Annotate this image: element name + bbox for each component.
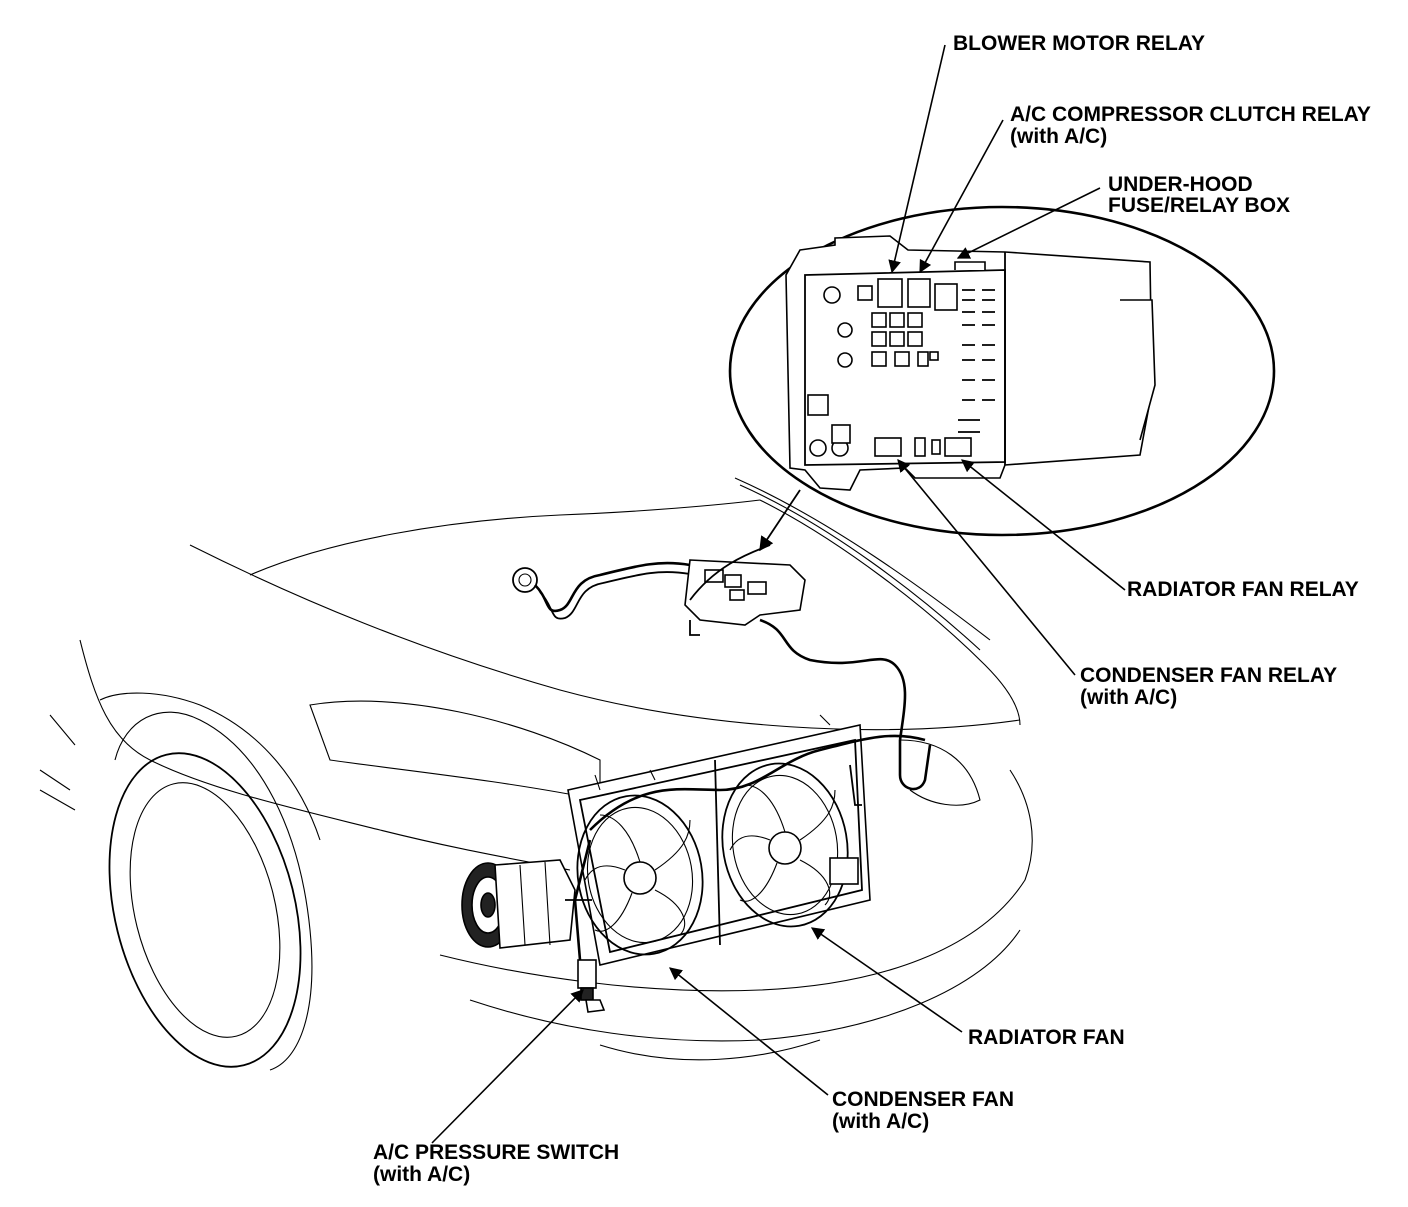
label-under-hood-box-line1: UNDER-HOOD	[1108, 173, 1253, 196]
ac-compressor-clutch-relay	[907, 278, 931, 308]
leader-lines	[431, 44, 1126, 1144]
labels: BLOWER MOTOR RELAY A/C COMPRESSOR CLUTCH…	[373, 32, 1371, 1186]
condenser-fan	[576, 794, 704, 956]
label-ac-pressure-switch: A/C PRESSURE SWITCH	[373, 1141, 619, 1164]
radiator-fan	[721, 762, 849, 928]
label-ac-compressor-clutch-relay: A/C COMPRESSOR CLUTCH RELAY	[1010, 103, 1371, 126]
leader-condenser-fan-relay	[897, 459, 1076, 676]
leader-radiator-fan	[810, 927, 963, 1033]
leader-blower-motor-relay	[888, 44, 946, 274]
leader-ac-compressor-clutch-relay	[919, 119, 1004, 274]
car-body-outline	[39, 477, 1033, 1071]
leader-radiator-fan-relay	[960, 459, 1126, 591]
ac-pressure-switch	[577, 959, 606, 1013]
label-blower-motor-relay: BLOWER MOTOR RELAY	[953, 32, 1205, 55]
callout-arrow	[759, 489, 801, 552]
blower-motor-relay	[877, 278, 903, 308]
label-ac-compressor-clutch-relay-note: (with A/C)	[1010, 125, 1107, 148]
label-radiator-fan-relay: RADIATOR FAN RELAY	[1127, 578, 1359, 601]
condenser-fan-relay	[874, 437, 902, 457]
leader-condenser-fan	[669, 967, 829, 1096]
radiator-assembly	[567, 714, 926, 966]
ac-compressor	[461, 859, 592, 949]
leader-under-hood-box	[956, 187, 1101, 259]
wiring-harness	[512, 544, 932, 791]
label-ac-pressure-switch-note: (with A/C)	[373, 1163, 470, 1186]
label-radiator-fan: RADIATOR FAN	[968, 1026, 1125, 1049]
label-condenser-fan-relay-note: (with A/C)	[1080, 686, 1177, 709]
fuse-box-callout	[728, 205, 1276, 537]
leader-ac-pressure-switch	[431, 989, 584, 1144]
label-condenser-fan: CONDENSER FAN	[832, 1088, 1014, 1111]
label-under-hood-box-line2: FUSE/RELAY BOX	[1108, 194, 1290, 217]
radiator-fan-relay	[944, 437, 972, 457]
label-condenser-fan-note: (with A/C)	[832, 1110, 929, 1133]
label-condenser-fan-relay: CONDENSER FAN RELAY	[1080, 664, 1337, 687]
